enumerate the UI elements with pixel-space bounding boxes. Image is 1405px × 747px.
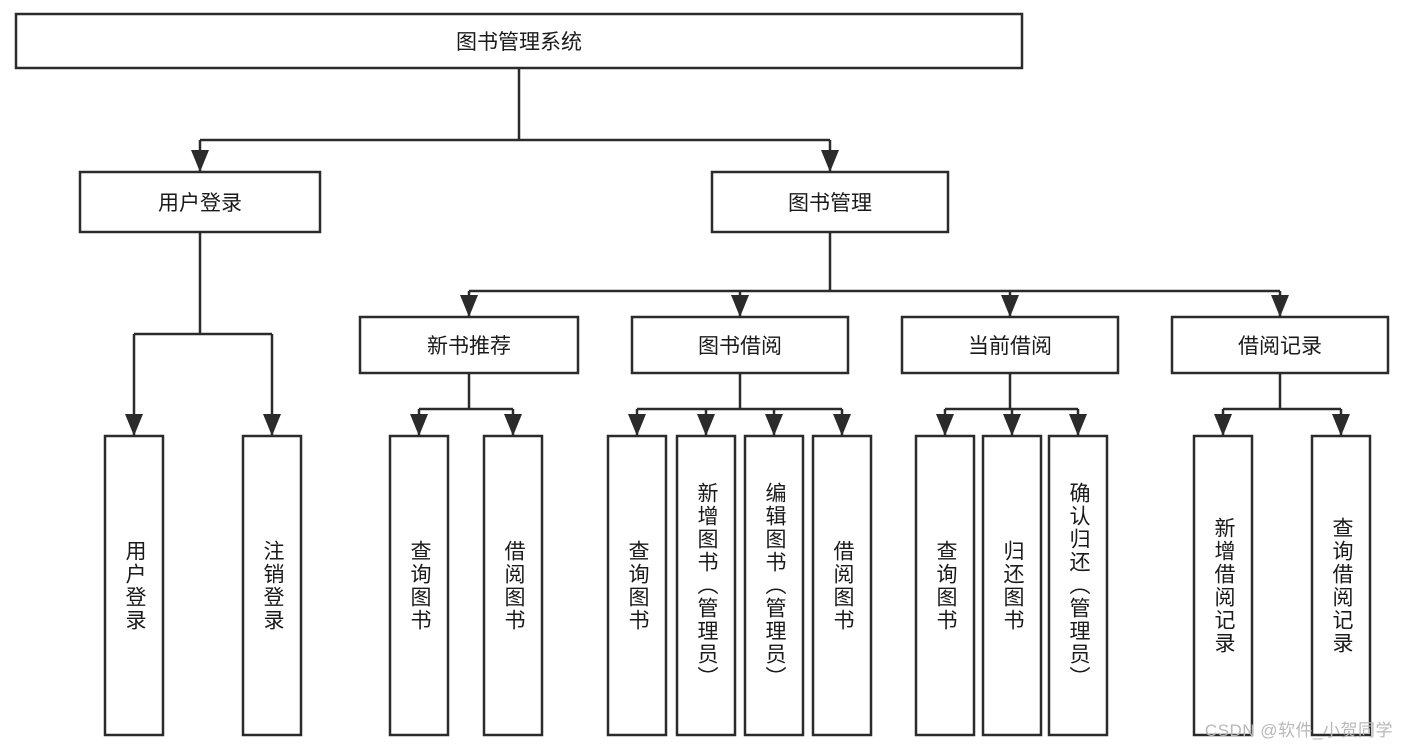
node-box-current-borrow[interactable] [900, 315, 1120, 375]
node-box-leaf-borrow-book-2[interactable] [811, 434, 873, 737]
arrow-head-icon [1271, 295, 1289, 317]
node-box-leaf-borrow-book-1[interactable] [482, 434, 544, 737]
node-box-leaf-add-record[interactable] [1192, 434, 1254, 737]
arrow-head-icon [731, 295, 749, 317]
arrow-head-icon [1001, 295, 1019, 317]
arrow-head-icon [410, 414, 428, 436]
arrow-head-icon [765, 414, 783, 436]
arrow-head-icon [628, 414, 646, 436]
arrow-head-icon [263, 414, 281, 436]
node-box-leaf-query-book-2[interactable] [606, 434, 668, 737]
arrow-head-icon [833, 414, 851, 436]
arrow-head-icon [1003, 414, 1021, 436]
arrow-head-icon [125, 414, 143, 436]
node-box-leaf-query-book-1[interactable] [388, 434, 450, 737]
boxes-layer [14, 12, 1390, 737]
edges-layer [125, 68, 1350, 436]
arrow-head-icon [504, 414, 522, 436]
arrow-head-icon [821, 150, 839, 172]
node-box-leaf-add-book[interactable] [675, 434, 737, 737]
arrow-head-icon [191, 150, 209, 172]
node-box-user-login[interactable] [78, 170, 322, 234]
arrow-head-icon [1214, 414, 1232, 436]
node-box-book-borrow[interactable] [630, 315, 850, 375]
node-box-leaf-return-book[interactable] [981, 434, 1043, 737]
watermark: CSDN @软件_小贺同学 [1204, 721, 1393, 740]
arrow-head-icon [697, 414, 715, 436]
node-box-root[interactable] [14, 12, 1024, 70]
node-box-book-manage[interactable] [710, 170, 950, 234]
node-box-leaf-query-record[interactable] [1310, 434, 1372, 737]
node-box-leaf-user-login[interactable] [103, 434, 165, 737]
node-box-leaf-query-book-3[interactable] [914, 434, 976, 737]
arrow-head-icon [460, 295, 478, 317]
node-box-leaf-edit-book[interactable] [743, 434, 805, 737]
node-box-leaf-confirm-return[interactable] [1047, 434, 1109, 737]
node-box-new-book-rec[interactable] [358, 315, 580, 375]
arrow-head-icon [1332, 414, 1350, 436]
arrow-head-icon [936, 414, 954, 436]
node-box-borrow-record[interactable] [1170, 315, 1390, 375]
node-box-leaf-logout[interactable] [241, 434, 303, 737]
arrow-head-icon [1069, 414, 1087, 436]
